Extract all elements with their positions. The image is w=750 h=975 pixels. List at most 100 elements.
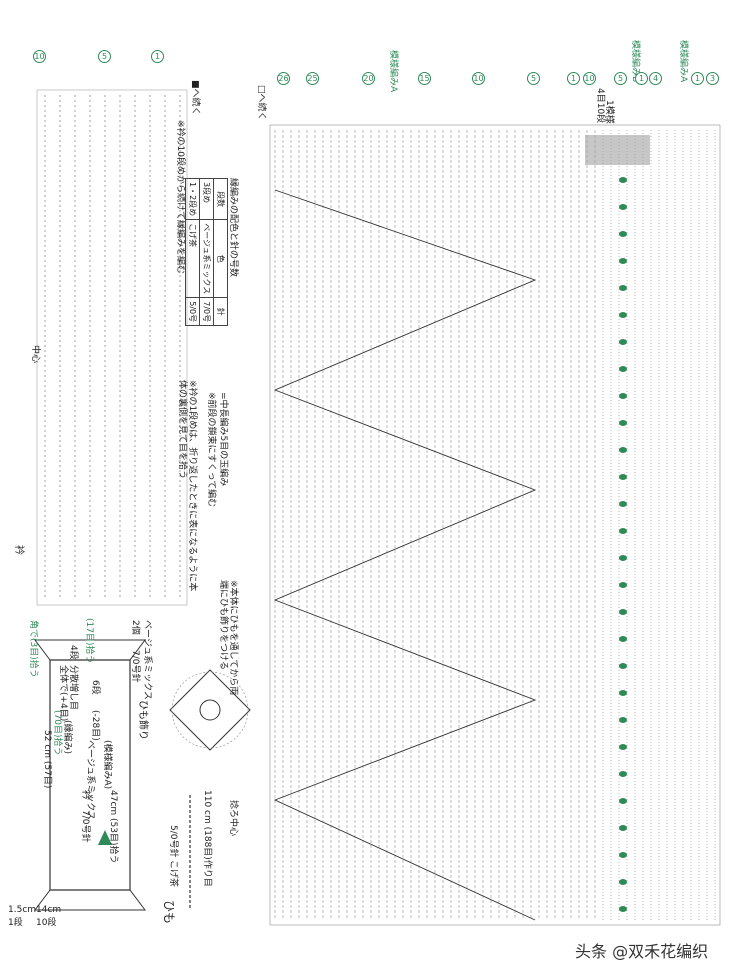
legend-cell: 1・2段め xyxy=(185,178,200,220)
collar-title: 衿 xyxy=(13,545,24,555)
popcorn-stitch xyxy=(619,744,627,750)
popcorn-stitch xyxy=(619,771,627,777)
schematic-outline xyxy=(34,639,146,911)
body-chart-grid xyxy=(269,124,721,926)
note-edge-repeat: 1模様 xyxy=(604,100,614,124)
popcorn-note-2: ※前段の鎖束にすくって編む xyxy=(206,392,216,508)
edge-a-label: 模様編みA xyxy=(388,50,398,93)
tie-yarn: こげ茶 xyxy=(168,860,178,888)
schematic-collar-width: 52 cm (57目) xyxy=(42,730,52,789)
popcorn-stitch xyxy=(619,528,627,534)
right-marker-1a: 1 xyxy=(635,72,648,85)
right-marker-3: 3 xyxy=(706,72,719,85)
collar-fold-note: ※衿の1段めは、折り返したときに表になるように本体の裏側を見て目を拾う xyxy=(177,380,197,592)
legend-table: 段数 色 針 3段め ベージュ系ミックス 7/0号 1・2段め こげ茶 5/0号 xyxy=(185,178,228,326)
schematic-rows-10: 10段 xyxy=(36,918,57,928)
legend-table-title: 縁編みの配色と針の号数 xyxy=(228,178,238,278)
schematic xyxy=(20,600,240,940)
tie-title: ひも xyxy=(162,900,176,925)
schematic-height-15: 1.5cm xyxy=(8,905,37,915)
legend-header: 針 xyxy=(213,297,228,326)
ornament-needle: 7/0号針 xyxy=(130,650,140,683)
popcorn-stitch xyxy=(619,339,627,345)
tie-line xyxy=(189,795,191,910)
popcorn-stitch xyxy=(619,366,627,372)
ornament-yarn: ベージュ系ミックス xyxy=(142,620,152,700)
join-label: □へ続く xyxy=(256,85,266,121)
schematic-side-pick: (17目)拾う xyxy=(84,618,94,664)
lace-diagonal xyxy=(273,189,537,921)
schematic-rows-4: 4段 xyxy=(68,645,78,660)
popcorn-stitch xyxy=(619,474,627,480)
popcorn-stitch xyxy=(619,420,627,426)
schematic-rows-6: 6段 xyxy=(90,680,100,695)
popcorn-note: =中長編み5目の玉編み xyxy=(218,392,228,487)
legend-header: 色 xyxy=(213,219,228,298)
collar-edge-note: ※衿の10段めから続けて縁編みを編む xyxy=(175,120,185,274)
popcorn-stitch xyxy=(619,285,627,291)
body-marker-20: 20 xyxy=(362,72,375,85)
legend-cell: ベージュ系ミックス xyxy=(199,219,214,298)
tie-needle: 5/0号針 xyxy=(168,825,178,858)
legend-cell: こげ茶 xyxy=(185,219,200,298)
collar-chart xyxy=(15,60,195,620)
ornament-diagram xyxy=(165,665,255,759)
legend-table-wrap: 縁編みの配色と針の号数 段数 色 針 3段め ベージュ系ミックス 7/0号 1・… xyxy=(185,178,238,326)
collar-continue-label: ■へ続く xyxy=(190,80,200,116)
popcorn-stitch xyxy=(619,798,627,804)
legend-header: 段数 xyxy=(213,178,228,220)
tie-diagram xyxy=(160,790,220,924)
popcorn-stitch xyxy=(619,447,627,453)
tie-length: 110 cm (188目)作り目 xyxy=(202,790,212,887)
schematic-corner-note: 角で(3目)拾う xyxy=(28,620,38,678)
collar-row-marker-5: 5 xyxy=(98,50,111,63)
popcorn-stitch xyxy=(619,663,627,669)
schematic-collar-yarn: ベージュ系ミックス xyxy=(85,740,95,820)
popcorn-stitch xyxy=(619,393,627,399)
body-marker-5: 5 xyxy=(527,72,540,85)
body-marker-15: 15 xyxy=(418,72,431,85)
schematic-minus-note: (-28目) xyxy=(90,710,100,741)
popcorn-stitch xyxy=(619,636,627,642)
body-marker-10: 10 xyxy=(472,72,485,85)
schematic-needle: 7/0号針 xyxy=(80,810,90,843)
body-chart xyxy=(255,60,725,930)
popcorn-stitch xyxy=(619,177,627,183)
schematic-increase-note-2: 全体で(+4目) xyxy=(58,665,68,722)
popcorn-stitch xyxy=(619,582,627,588)
popcorn-stitch xyxy=(619,879,627,885)
edge-a2-label: 模様編みA xyxy=(678,40,688,83)
legend-cell: 3段め xyxy=(199,178,214,220)
right-marker-1b: 1 xyxy=(691,72,704,85)
collar-row-marker-10: 10 xyxy=(33,50,46,63)
schematic-increase-note: 分散増し目 xyxy=(68,665,78,711)
ornament-title: ひも飾り xyxy=(137,700,148,740)
ornament-count: 2個 xyxy=(130,620,140,635)
popcorn-stitch xyxy=(619,906,627,912)
collar-center-label: 中心 xyxy=(30,345,40,364)
right-marker-5: 5 xyxy=(614,72,627,85)
schematic-collar-pattern: (縁編み) xyxy=(62,720,72,755)
body-marker-1: 1 xyxy=(567,72,580,85)
collar-row-marker-1: 1 xyxy=(151,50,164,63)
highlight-block xyxy=(585,135,650,165)
schematic-height-14: 14cm xyxy=(36,905,62,915)
legend-cell: 7/0号 xyxy=(199,297,214,326)
popcorn-stitch xyxy=(619,852,627,858)
schematic-pattern-a: (模様編みA) xyxy=(102,740,112,790)
right-marker-4: 4 xyxy=(649,72,662,85)
watermark: 头条 @双禾花编织 xyxy=(575,942,709,961)
popcorn-stitch xyxy=(619,258,627,264)
popcorn-stitch xyxy=(619,231,627,237)
body-marker-25: 25 xyxy=(306,72,319,85)
schematic-width-47: 47cm (53目)拾う xyxy=(108,790,118,864)
ornament-shape xyxy=(169,669,251,751)
popcorn-stitch xyxy=(619,312,627,318)
popcorn-stitch xyxy=(619,501,627,507)
popcorn-stitch xyxy=(619,555,627,561)
collar-grid xyxy=(36,89,188,606)
body-marker-26: 26 xyxy=(277,72,290,85)
right-marker-10: 10 xyxy=(583,72,596,85)
popcorn-stitch xyxy=(619,204,627,210)
popcorn-stitch xyxy=(619,690,627,696)
